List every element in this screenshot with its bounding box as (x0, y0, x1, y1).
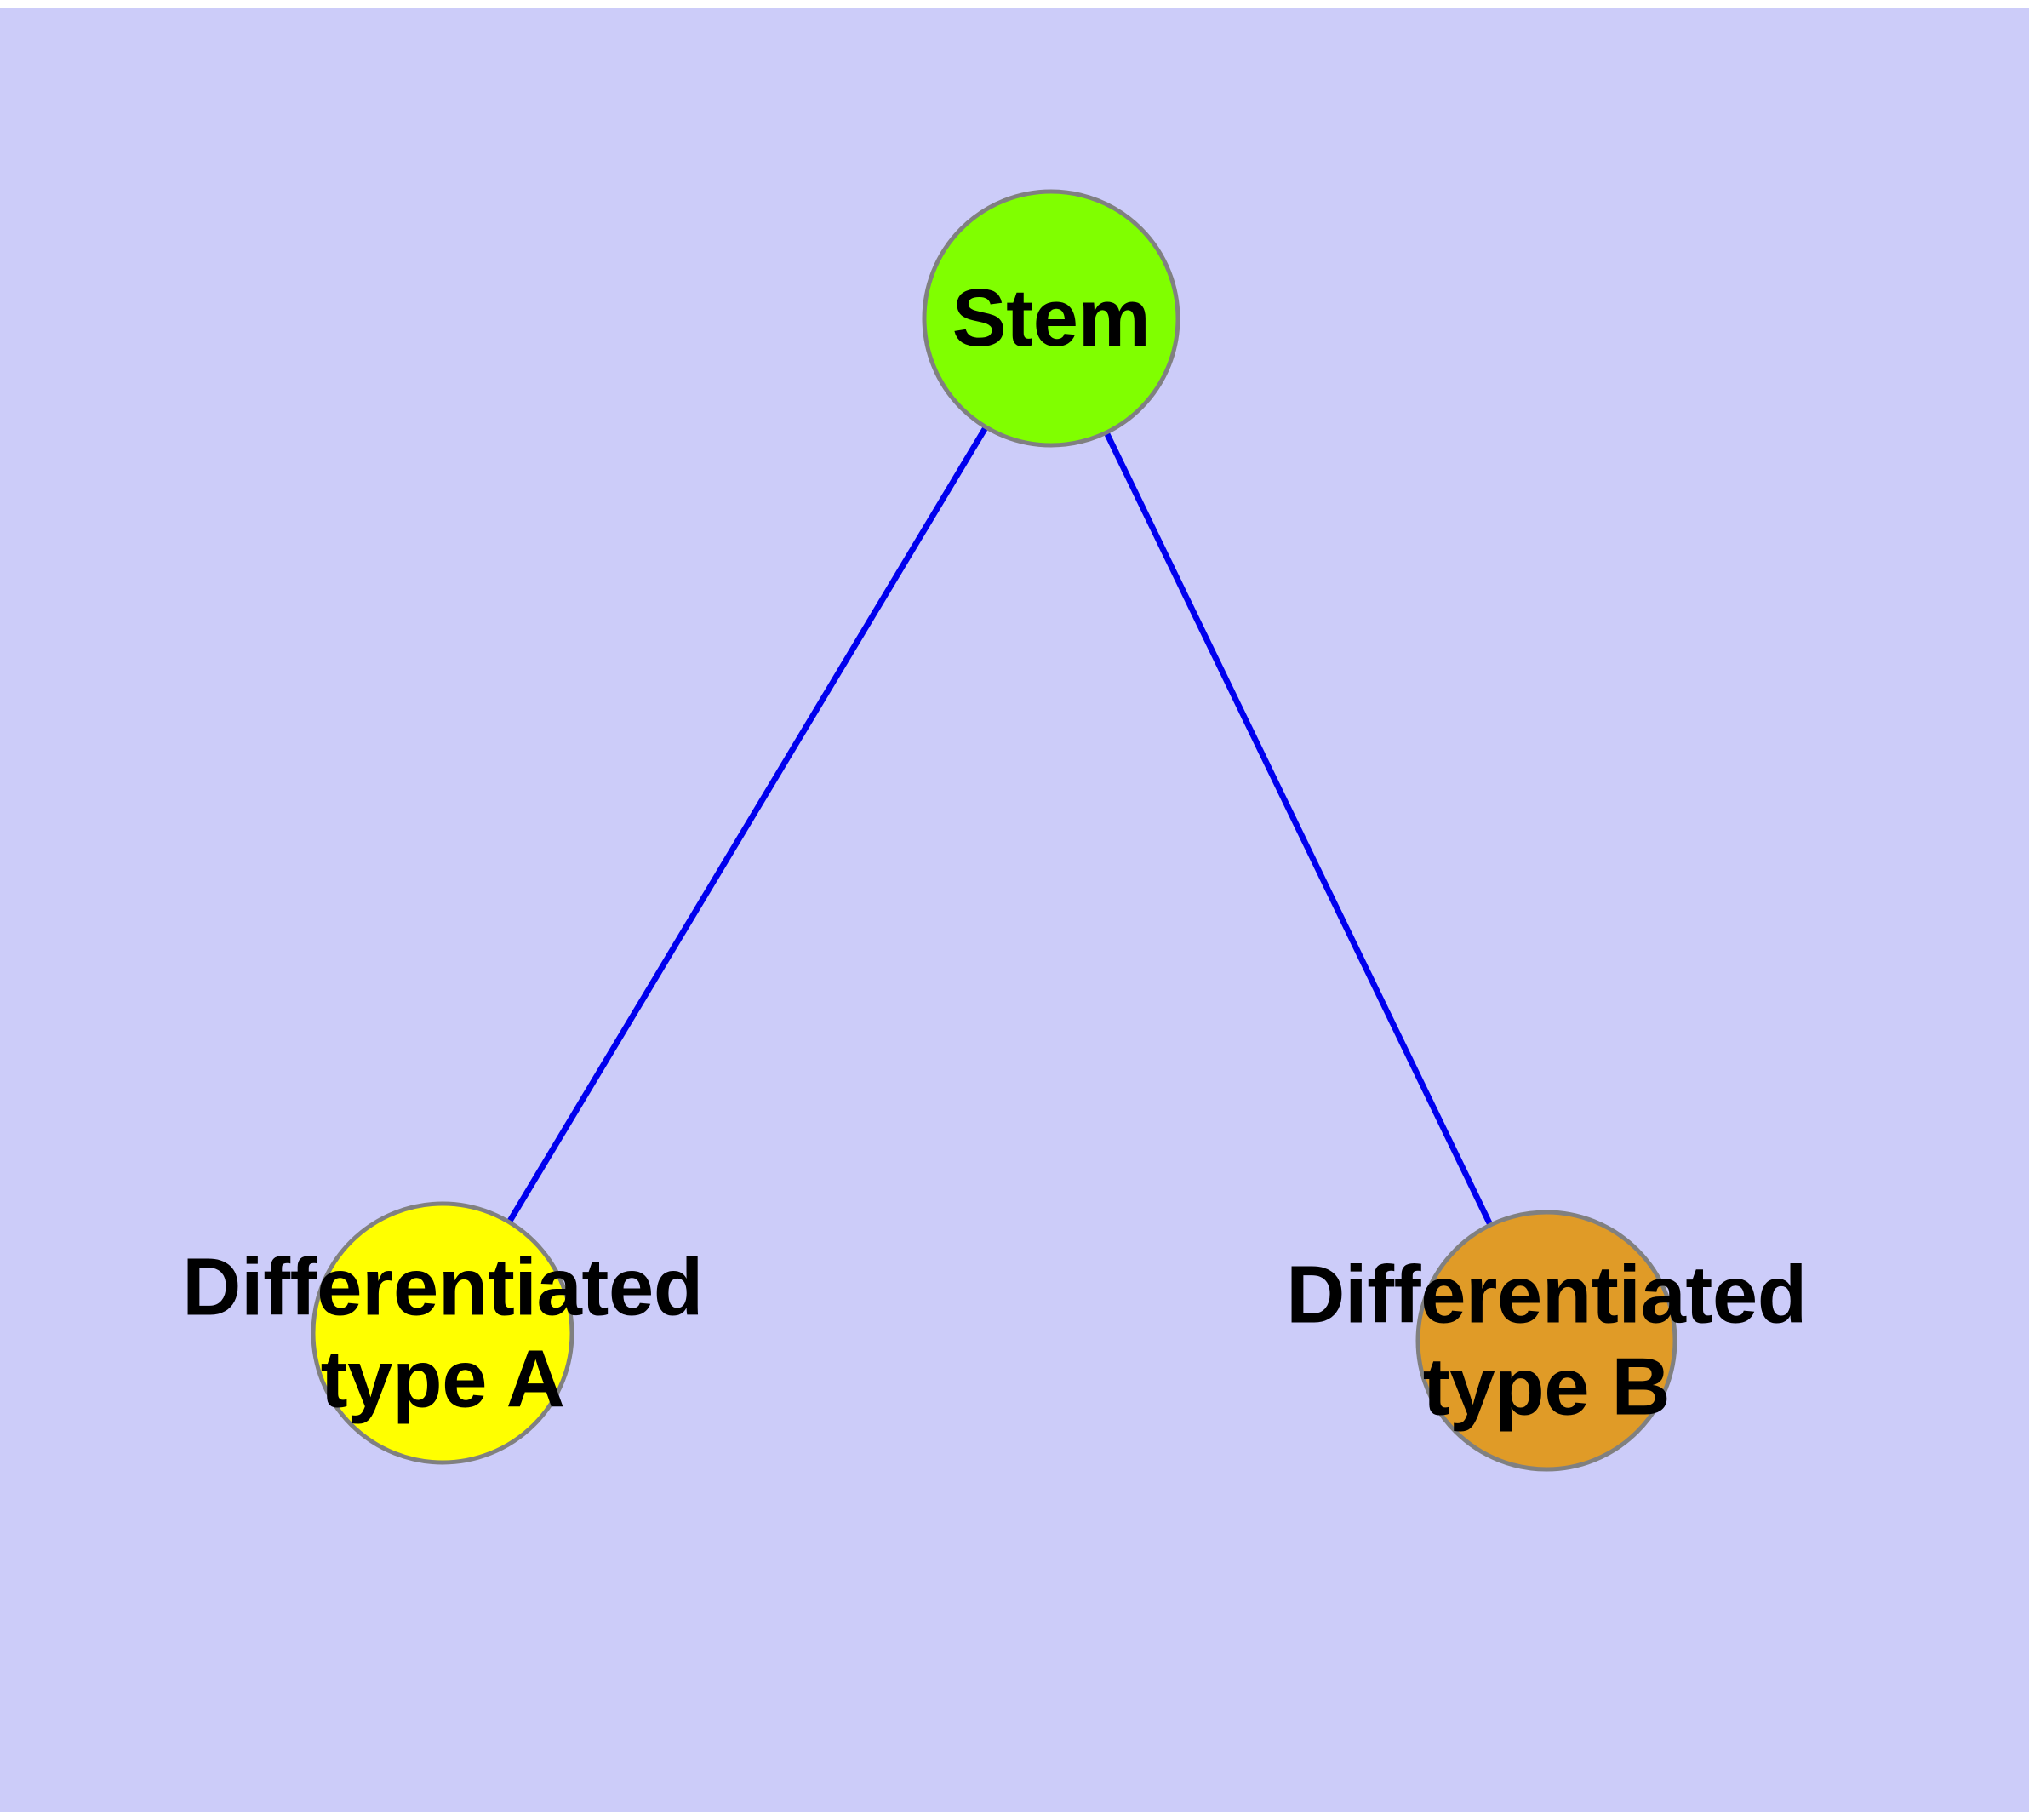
graph-edge-stem-diff_a[interactable] (506, 425, 989, 1224)
edge-layer (506, 425, 1494, 1227)
node-layer (311, 189, 1677, 1472)
graph-edge-stem-diff_b[interactable] (1103, 431, 1494, 1227)
graph-node-stem[interactable] (922, 189, 1180, 448)
graph-node-diff_b[interactable] (1415, 1210, 1677, 1472)
graph-node-diff_a[interactable] (311, 1201, 574, 1465)
